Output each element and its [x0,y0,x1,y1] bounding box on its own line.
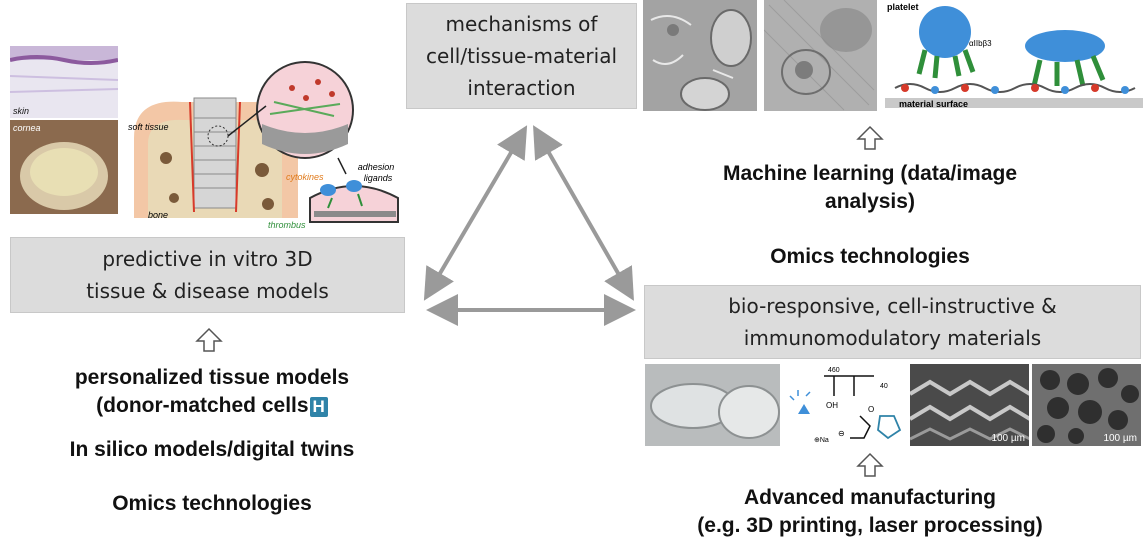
chem-n2: 40 [880,383,888,390]
sem-image-1 [643,0,757,111]
machine-learning-label: Machine learning (data/image analysis) [680,160,1060,216]
chem-n1: 460 [828,367,840,374]
predictive-line-1: predictive in vitro 3D [102,247,313,271]
material-surface-label: material surface [899,99,968,109]
mechanisms-line-2: cell/tissue-material [425,44,618,68]
cornea-photo: cornea [10,120,118,214]
chemical-structure: 460 40 OH O ⊕Na ⊖ [784,364,906,446]
arrow-right-top [533,125,634,301]
personalized-label: personalized tissue models [74,366,350,389]
chem-o: O [868,405,874,414]
chem-oh: OH [826,401,838,410]
scale-bar-label-2: 100 µm [1103,433,1137,444]
donor-matched-text: (donor-matched cells [96,394,309,417]
mechanisms-line-3: interaction [467,76,576,100]
cornea-label: cornea [13,123,41,133]
up-arrow-icon [856,452,884,477]
chem-minus: ⊖ [838,429,845,438]
soft-tissue-label: soft tissue [128,122,169,132]
ml-line-2: analysis) [825,190,915,213]
arrow-left-top [423,125,528,301]
ligands-label: ligands [364,173,393,183]
scale-bar-label-1: 100 µm [991,433,1025,444]
sem-scaffold-2: 100 µm [1032,364,1141,446]
up-arrow-icon [195,327,223,352]
chem-na: ⊕Na [814,437,829,444]
adhesion-label: adhesion [358,162,395,172]
manufacturing-line-1: Advanced manufacturing [743,486,997,509]
h-badge-icon: H [309,397,328,417]
manufacturing-label: Advanced manufacturing (e.g. 3D printing… [650,484,1090,540]
ml-line-1: Machine learning (data/image [722,162,1018,185]
up-arrow-icon [856,125,884,150]
implant-illustration: soft tissue bone cytokines adhesion liga… [122,58,412,230]
omics-right-label: Omics technologies [770,245,970,268]
manufacturing-line-2: (e.g. 3D printing, laser processing) [697,514,1043,537]
integrin-label: αIIbβ3 [969,39,992,48]
materials-line-1: bio-responsive, cell-instructive & [728,294,1057,318]
skin-histology-photo: skin [10,46,118,118]
materials-box: bio-responsive, cell-instructive & immun… [644,285,1141,359]
predictive-line-2: tissue & disease models [86,279,329,303]
cytokines-label: cytokines [286,172,324,182]
bone-label: bone [148,210,168,220]
platelet-label: platelet [887,2,919,12]
in-silico-label: In silico models/digital twins [69,438,355,461]
mechanisms-line-1: mechanisms of [445,12,598,36]
sem-scaffold-1: 100 µm [910,364,1029,446]
hydrogel-disc-photo [645,364,780,446]
sem-image-2 [764,0,877,111]
thrombus-label: thrombus [268,220,306,230]
skin-label: skin [13,106,30,116]
predictive-box: predictive in vitro 3D tissue & disease … [10,237,405,313]
mechanisms-box: mechanisms of cell/tissue-material inter… [406,3,637,109]
platelet-schematic: platelet αIIbβ3 material surface [885,0,1143,112]
materials-line-2: immunomodulatory materials [743,326,1042,350]
omics-left-label: Omics technologies [112,492,312,515]
